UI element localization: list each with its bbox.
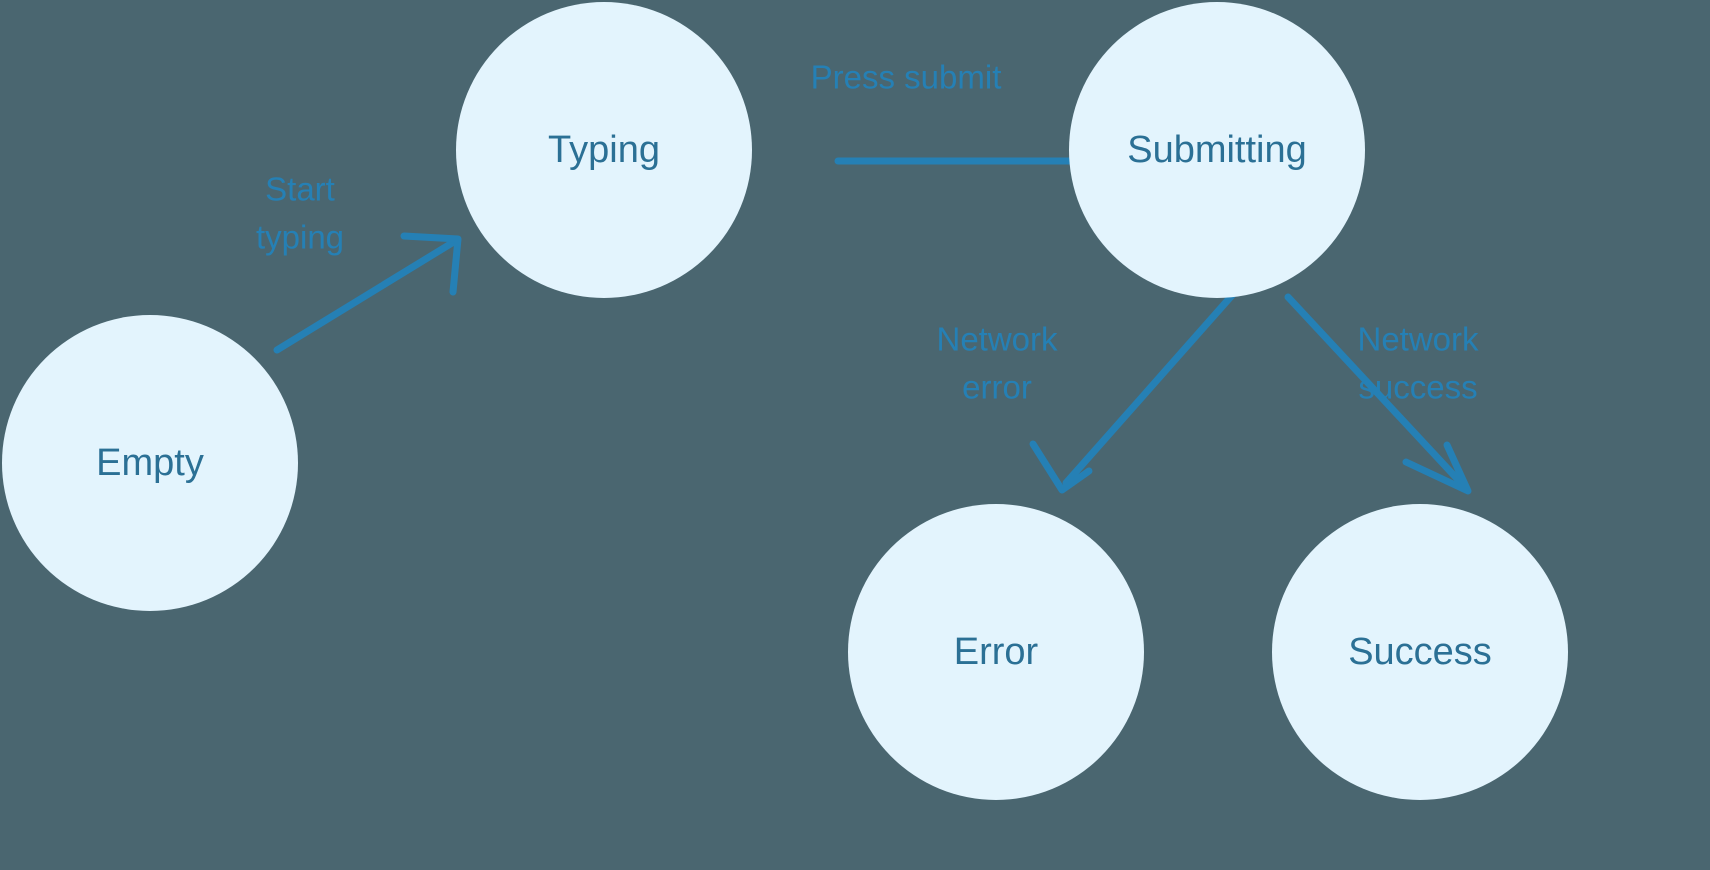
edge-label-start-typing: Start typing bbox=[256, 171, 344, 256]
arrowhead-network-success bbox=[1402, 441, 1472, 495]
node-submitting-circle[interactable] bbox=[1069, 2, 1365, 298]
node-submitting-label: Submitting bbox=[1127, 129, 1307, 171]
edge-submitting-to-error bbox=[1029, 288, 1239, 494]
edge-submitting-to-success bbox=[1284, 293, 1472, 495]
node-typing[interactable]: Typing bbox=[456, 2, 752, 298]
edge-label-network-error-line-2: error bbox=[962, 369, 1032, 406]
arrowhead-start-typing bbox=[400, 232, 462, 296]
arrowhead-network-error bbox=[1029, 440, 1093, 494]
edge-label-network-success-line-1: Network bbox=[1357, 321, 1479, 358]
edge-line-network-success bbox=[1284, 293, 1466, 488]
node-typing-circle[interactable] bbox=[456, 2, 752, 298]
node-error-label: Error bbox=[954, 631, 1039, 673]
edge-label-network-success: Network success bbox=[1357, 321, 1479, 406]
node-success-circle[interactable] bbox=[1272, 504, 1568, 800]
node-empty-circle[interactable] bbox=[2, 315, 298, 611]
edge-label-press-submit-line-1: Press submit bbox=[811, 59, 1002, 96]
node-typing-label: Typing bbox=[548, 129, 660, 171]
node-submitting[interactable]: Submitting bbox=[1069, 2, 1365, 298]
node-success[interactable]: Success bbox=[1272, 504, 1568, 800]
node-error-circle[interactable] bbox=[848, 504, 1144, 800]
edge-label-network-error: Network error bbox=[936, 321, 1058, 406]
edge-label-press-submit: Press submit bbox=[811, 59, 1002, 96]
edge-label-network-error-line-1: Network bbox=[936, 321, 1058, 358]
edge-line-network-error bbox=[1062, 288, 1239, 487]
node-empty[interactable]: Empty bbox=[2, 315, 298, 611]
edge-line-start-typing bbox=[273, 239, 456, 354]
node-success-label: Success bbox=[1348, 631, 1492, 673]
node-error[interactable]: Error bbox=[848, 504, 1144, 800]
edge-label-start-typing-line-1: Start bbox=[265, 171, 335, 208]
edge-label-start-typing-line-2: typing bbox=[256, 219, 344, 256]
edge-empty-to-typing bbox=[273, 232, 462, 354]
node-empty-label: Empty bbox=[96, 442, 204, 484]
edge-label-network-success-line-2: success bbox=[1358, 369, 1477, 406]
